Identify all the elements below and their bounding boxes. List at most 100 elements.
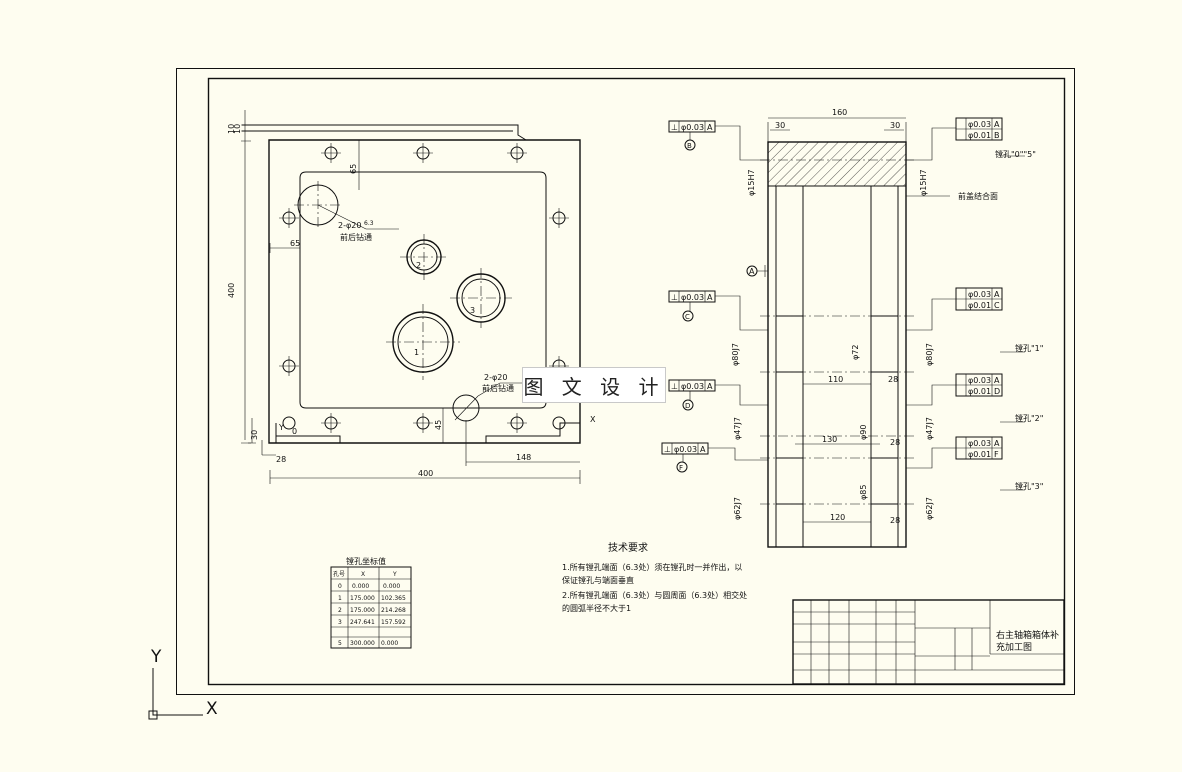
note-hole-2b: 前后钻通 [482, 383, 514, 393]
tolr-d1: φ0.03 [968, 376, 991, 385]
dim-65h: 65 [290, 239, 300, 248]
tol-sym-c: ⊥ [671, 293, 678, 302]
datum-c: C [685, 313, 690, 321]
note-hole-2: 2-φ20 [484, 373, 507, 382]
tech-title: 技术要求 [608, 541, 648, 554]
table-cell: 300.000 [350, 640, 375, 647]
tol-sym-b: ⊥ [671, 123, 678, 132]
tech-line-2: 保证镗孔与端面垂直 [562, 575, 634, 585]
label-hole-3: 3 [470, 306, 475, 315]
tol-val-c: φ0.03 [681, 293, 704, 302]
table-cell: 0.000 [381, 640, 398, 647]
tolr-c2ref: C [994, 301, 1000, 310]
drawing-title-2: 充加工图 [996, 641, 1032, 653]
right-view [661, 117, 1025, 548]
tol-ref-c: A [707, 293, 713, 302]
note-hole-05: 镗孔"0""5" [995, 149, 1036, 159]
label-hole-1: 1 [414, 348, 419, 357]
note-hole-2: 镗孔"2" [1015, 413, 1043, 423]
dim-400h: 400 [418, 469, 433, 478]
dim-28c: 28 [890, 516, 900, 525]
dim-30a: 30 [775, 121, 785, 130]
tol-ref-d: A [707, 382, 713, 391]
tolr-d2ref: D [994, 387, 1000, 396]
th-0: 孔号 [333, 570, 345, 578]
plate-outline [268, 139, 581, 444]
dim-110: 110 [828, 375, 843, 384]
ucs-icon [148, 668, 203, 720]
tolerance-frames-right [906, 117, 1025, 491]
table-cell: 175.000 [350, 607, 375, 614]
inner-frame [207, 77, 1066, 686]
ucs-x: X [206, 699, 218, 719]
watermark: 图 文 设 计 [522, 367, 666, 403]
table-title: 镗孔坐标值 [346, 556, 386, 566]
dim-45: 45 [434, 420, 443, 430]
diam-top-l: φ15H7 [747, 169, 756, 196]
tech-line-3: 2.所有镗孔端面（6.3处）与圆周面（6.3处）相交处 [562, 590, 747, 600]
tol-val-f: φ0.03 [674, 445, 697, 454]
title-block [792, 599, 1065, 685]
diam-top-r: φ15H7 [919, 169, 928, 196]
tolr-d1ref: A [994, 376, 1000, 385]
table-cell: 3 [338, 619, 342, 626]
tolr-f2ref: F [994, 450, 999, 459]
diam-r2-l: φ47J7 [733, 417, 742, 440]
dim-160: 160 [832, 108, 847, 117]
section-outline [767, 141, 907, 548]
rough-symbol: 6.3 [364, 220, 374, 227]
datum-a: A [749, 267, 755, 276]
note-hole-1: 镗孔"1" [1015, 343, 1043, 353]
tolr-c2: φ0.01 [968, 301, 991, 310]
dim-130: 130 [822, 435, 837, 444]
diam-r1-l: φ80J7 [731, 343, 740, 366]
note-hole-1b: 前后钻通 [340, 232, 372, 242]
dim-28: 28 [276, 455, 286, 464]
hatch [768, 142, 906, 548]
dim-top-b: 10 [233, 124, 242, 134]
outer-frame [176, 68, 1075, 695]
tolr-c1: φ0.03 [968, 290, 991, 299]
diam-c1: φ72 [851, 345, 860, 360]
dim-148: 148 [516, 453, 531, 462]
tol-sym-d: ⊥ [671, 382, 678, 391]
table-cell: 0.000 [352, 583, 369, 590]
diam-r3-r: φ62J7 [925, 497, 934, 520]
diam-r1-r: φ80J7 [925, 343, 934, 366]
tol-val-d: φ0.03 [681, 382, 704, 391]
table-cell: 157.592 [381, 619, 406, 626]
label-y: Y [278, 423, 284, 432]
tolr-f1ref: A [994, 439, 1000, 448]
dim-65v: 65 [349, 164, 358, 174]
dim-28b: 28 [890, 438, 900, 447]
table-cell: 0.000 [383, 583, 400, 590]
tol-val-b: φ0.03 [681, 123, 704, 132]
tolr-b1: φ0.03 [968, 120, 991, 129]
table-cell: 247.641 [350, 619, 375, 626]
note-hole-1: 2-φ20 [338, 221, 361, 230]
datum-d: D [685, 402, 690, 410]
tolerance-frames-left [661, 120, 768, 473]
tolr-b2: φ0.01 [968, 131, 991, 140]
tolr-d2: φ0.01 [968, 387, 991, 396]
note-front-face: 前盖结合面 [958, 191, 998, 201]
coord-table [330, 566, 412, 649]
label-hole-2: 2 [416, 261, 421, 270]
tolr-b1ref: A [994, 120, 1000, 129]
label-origin: 0 [292, 427, 297, 436]
tolr-f1: φ0.03 [968, 439, 991, 448]
dim-top-a: 10 [227, 124, 236, 134]
note-hole-3: 镗孔"3" [1015, 481, 1043, 491]
diam-c2: φ90 [859, 425, 868, 440]
table-cell: 1 [338, 595, 342, 602]
dim-120: 120 [830, 513, 845, 522]
th-2: Y [392, 571, 397, 578]
diam-c3: φ85 [859, 485, 868, 500]
diam-r3-l: φ62J7 [733, 497, 742, 520]
tol-ref-f: A [700, 445, 706, 454]
tolr-f2: φ0.01 [968, 450, 991, 459]
table-cell: 175.000 [350, 595, 375, 602]
th-1: X [361, 571, 365, 578]
